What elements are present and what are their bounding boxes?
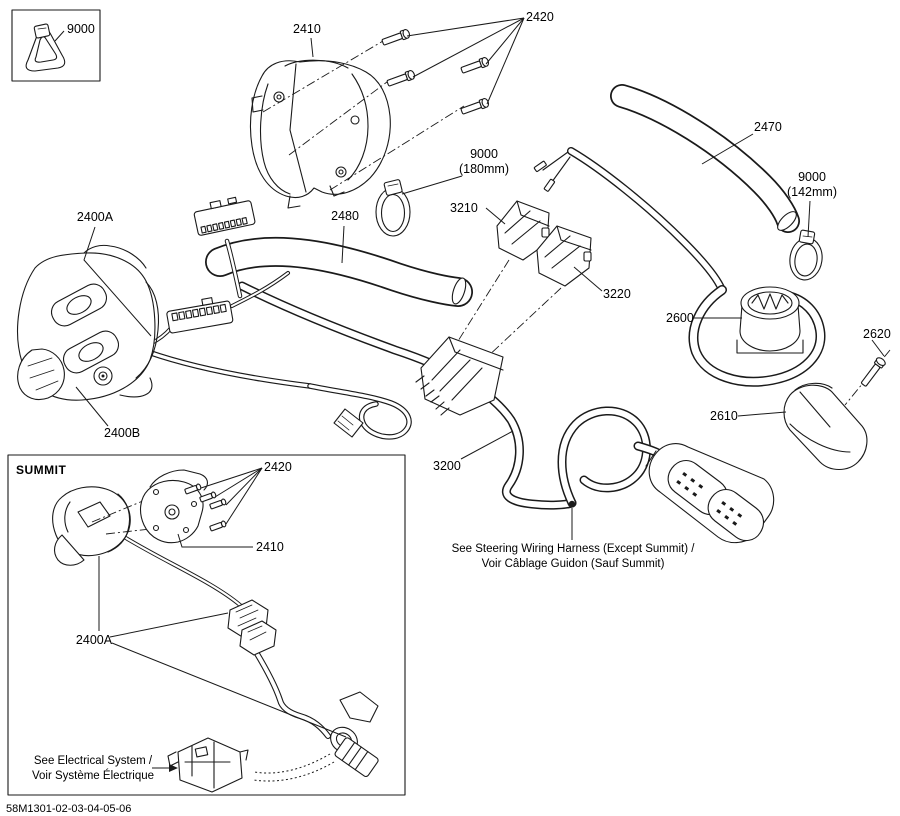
summit-screws-drawing xyxy=(184,467,263,532)
connector-strip-drawing xyxy=(148,271,290,346)
boot-2610-drawing xyxy=(737,382,868,471)
harness-connector-assembly xyxy=(645,443,775,544)
top-connector-block-drawing xyxy=(193,196,256,299)
summit-connector-pair xyxy=(227,599,277,656)
switch-2600-drawing xyxy=(692,286,804,354)
electrical-note-line2: Voir Système Électrique xyxy=(32,769,154,782)
grip-wires xyxy=(533,151,571,192)
steering-note-line1: See Steering Wiring Harness (Except Summ… xyxy=(452,543,696,555)
central-connector-drawing xyxy=(415,336,504,416)
wiring-harness-drawing xyxy=(145,281,673,510)
screws-drawing xyxy=(262,17,525,191)
callout-2620: 2620 xyxy=(863,327,891,341)
steering-note-line2: Voir Câblage Guidon (Sauf Summit) xyxy=(482,558,665,570)
summit-callout-2420: 2420 xyxy=(264,460,292,474)
callout-2480: 2480 xyxy=(331,209,359,223)
main-callouts: 2410 2420 9000 (180mm) 2480 3210 3220 24… xyxy=(75,10,891,473)
arrow-right-icon xyxy=(169,764,178,772)
callout-3200: 3200 xyxy=(433,459,461,473)
callout-3210: 3210 xyxy=(450,201,478,215)
callout-2400B: 2400B xyxy=(104,426,140,440)
clamp-142-drawing xyxy=(789,200,823,281)
summit-module-drawing xyxy=(167,737,249,793)
clamp-inset-box: 9000 xyxy=(11,9,101,82)
callout-9000-142: 9000 xyxy=(798,170,826,184)
callout-9000-142-size: (142mm) xyxy=(787,185,837,199)
callout-9000-inset: 9000 xyxy=(67,22,95,36)
summit-bracket-drawing xyxy=(139,469,209,544)
electrical-note-line1: See Electrical System / xyxy=(34,755,153,767)
summit-bottom-connectors xyxy=(330,691,379,778)
callout-2400A: 2400A xyxy=(77,210,114,224)
callout-2610: 2610 xyxy=(710,409,738,423)
connector-3210-drawing xyxy=(452,200,550,350)
hose-clamp-icon xyxy=(25,23,66,72)
sheet-code: 58M1301-02-03-04-05-06 xyxy=(6,803,131,815)
callout-9000-180-size: (180mm) xyxy=(459,162,509,176)
pin-grid-b xyxy=(716,500,743,526)
callout-2600: 2600 xyxy=(666,311,694,325)
summit-callout-2410: 2410 xyxy=(256,540,284,554)
summit-callout-2400A: 2400A xyxy=(76,633,113,647)
loop-connector-end xyxy=(333,408,364,438)
callout-3220: 3220 xyxy=(603,287,631,301)
callout-2420: 2420 xyxy=(526,10,554,24)
summit-switch-drawing xyxy=(52,486,131,566)
handle-grip-drawing xyxy=(610,84,800,233)
callout-2410: 2410 xyxy=(293,22,321,36)
screw-2620-drawing xyxy=(844,339,891,406)
summit-inset: SUMMIT xyxy=(7,454,406,796)
summit-title: SUMMIT xyxy=(16,463,66,477)
callout-9000-180: 9000 xyxy=(470,147,498,161)
pin-grid-a xyxy=(676,471,704,497)
callout-2470: 2470 xyxy=(754,120,782,134)
clamp-180-drawing xyxy=(375,175,463,237)
steering-note: See Steering Wiring Harness (Except Summ… xyxy=(452,500,696,570)
multifunction-switch-drawing xyxy=(17,244,160,401)
rh-harness-drawing xyxy=(533,147,826,387)
housing-drawing xyxy=(249,59,391,209)
electrical-note: See Electrical System / Voir Système Éle… xyxy=(32,755,178,782)
foam-grip-drawing xyxy=(205,236,473,307)
